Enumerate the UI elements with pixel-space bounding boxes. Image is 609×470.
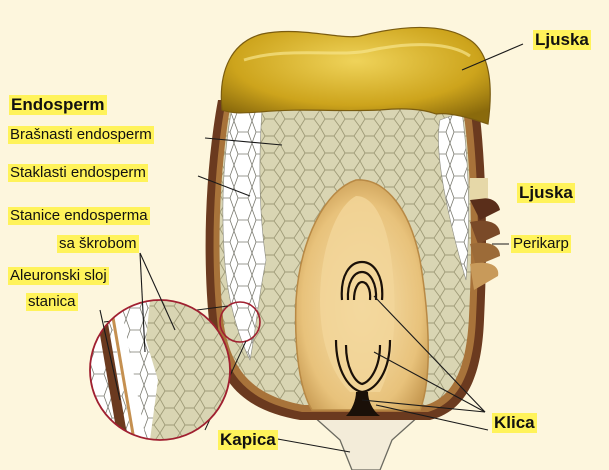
label-stanice-endosperma-2: sa škrobom	[57, 235, 139, 253]
pericarp-dots	[470, 178, 488, 200]
label-kapica: Kapica	[218, 430, 278, 450]
label-ljuska-right: Ljuska	[517, 183, 575, 203]
tip-cap	[312, 415, 420, 470]
hull	[221, 27, 490, 124]
label-endosperm: Endosperm	[9, 95, 107, 115]
label-stanice-endosperma-1: Stanice endosperma	[8, 207, 150, 225]
label-staklasti-endosperm: Staklasti endosperm	[8, 164, 148, 182]
label-brasnasti-endosperm: Brašnasti endosperm	[8, 126, 154, 144]
label-aleuronski-2: stanica	[26, 293, 78, 311]
label-aleuronski-1: Aleuronski sloj	[8, 267, 109, 285]
label-klica: Klica	[492, 413, 537, 433]
label-perikarp: Perikarp	[511, 235, 571, 253]
magnified-lens	[90, 300, 230, 440]
label-ljuska-top: Ljuska	[533, 30, 591, 50]
